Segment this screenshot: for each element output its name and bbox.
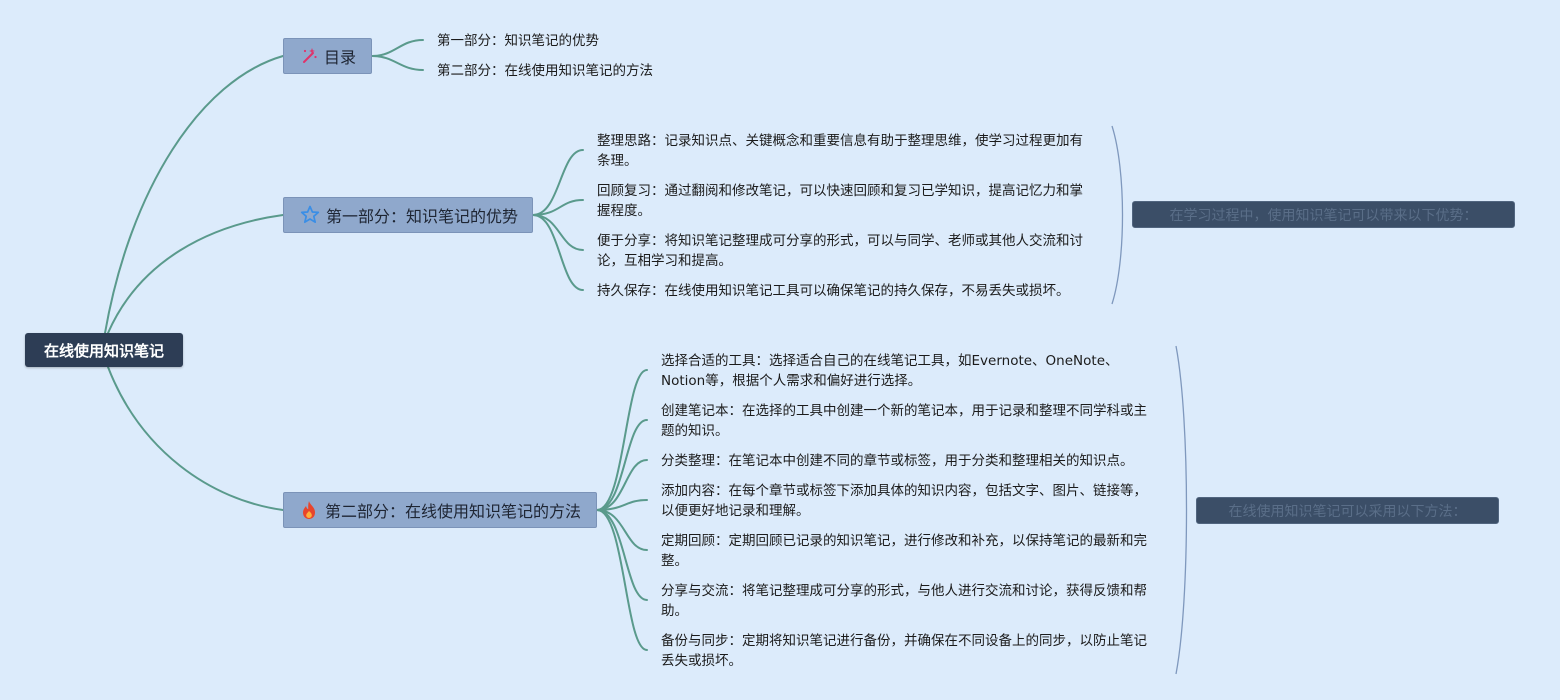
connector-b2-c0 (596, 369, 648, 511)
list-item[interactable]: 持久保存：在线使用知识笔记工具可以确保笔记的持久保存，不易丢失或损坏。 (597, 283, 1070, 299)
connector-b1-c3 (532, 214, 584, 291)
connector-b2-c3 (596, 499, 648, 511)
summary-part-one-label: 在学习过程中，使用知识笔记可以带来以下优势： (1169, 207, 1478, 224)
connector-b1-c1 (532, 199, 584, 216)
branch-toc[interactable]: 目录 (283, 38, 372, 74)
summary-part-two[interactable]: 在线使用知识笔记可以采用以下方法： (1196, 497, 1499, 524)
root-topic-label: 在线使用知识笔记 (43, 341, 164, 360)
list-item[interactable]: 定期回顾：定期回顾已记录的知识笔记，进行修改和补充，以保持笔记的最新和完整。 (661, 533, 1147, 569)
branch-toc-label: 目录 (324, 48, 357, 67)
summary-part-one[interactable]: 在学习过程中，使用知识笔记可以带来以下优势： (1132, 201, 1515, 228)
connector-root-branch-2 (107, 366, 284, 511)
list-item[interactable]: 选择合适的工具：选择适合自己的在线笔记工具，如Evernote、OneNote、… (661, 353, 1119, 389)
list-item[interactable]: 备份与同步：定期将知识笔记进行备份，并确保在不同设备上的同步，以防止笔记丢失或损… (661, 633, 1147, 669)
connector-b1-c2 (532, 214, 584, 251)
connector-b2-c4 (596, 509, 648, 551)
branch-part-one[interactable]: 第一部分：知识笔记的优势 (283, 197, 533, 233)
magic-wand-icon (300, 46, 318, 66)
connector-b2-c6 (596, 509, 648, 651)
connector-b2-c1 (596, 419, 648, 511)
list-item[interactable]: 创建笔记本：在选择的工具中创建一个新的笔记本，用于记录和整理不同学科或主题的知识… (661, 403, 1147, 439)
branch-part-two[interactable]: 第二部分：在线使用知识笔记的方法 (283, 492, 597, 528)
list-item[interactable]: 第二部分：在线使用知识笔记的方法 (437, 63, 653, 79)
connector-root-branch-1 (107, 214, 284, 334)
list-item[interactable]: 第一部分：知识笔记的优势 (437, 33, 599, 49)
summary-part-two-label: 在线使用知识笔记可以采用以下方法： (1228, 503, 1467, 520)
list-item[interactable]: 回顾复习：通过翻阅和修改笔记，可以快速回顾和复习已学知识，提高记忆力和掌握程度。 (597, 183, 1083, 219)
connector-b2-c2 (596, 459, 648, 511)
list-item[interactable]: 整理思路：记录知识点、关键概念和重要信息有助于整理思维，使学习过程更加有条理。 (597, 133, 1083, 169)
connector-b2-c5 (596, 509, 648, 601)
connector-b1-c0 (532, 149, 584, 216)
list-item[interactable]: 便于分享：将知识笔记整理成可分享的形式，可以与同学、老师或其他人交流和讨论，互相… (597, 233, 1083, 269)
list-item[interactable]: 分类整理：在笔记本中创建不同的章节或标签，用于分类和整理相关的知识点。 (661, 453, 1134, 469)
star-icon (300, 205, 320, 225)
connector-root-branch-0 (104, 55, 284, 334)
root-topic[interactable]: 在线使用知识笔记 (25, 333, 183, 367)
summary-bracket-1 (1111, 125, 1124, 305)
list-item[interactable]: 分享与交流：将笔记整理成可分享的形式，与他人进行交流和讨论，获得反馈和帮助。 (661, 583, 1147, 619)
branch-part-two-label: 第二部分：在线使用知识笔记的方法 (324, 502, 581, 521)
connector-b0-c1 (371, 55, 424, 71)
summary-bracket-2 (1175, 345, 1188, 675)
connector-b0-c0 (371, 39, 424, 57)
list-item[interactable]: 添加内容：在每个章节或标签下添加具体的知识内容，包括文字、图片、链接等，以便更好… (661, 483, 1147, 519)
fire-icon (300, 500, 319, 520)
branch-part-one-label: 第一部分：知识笔记的优势 (326, 207, 519, 226)
